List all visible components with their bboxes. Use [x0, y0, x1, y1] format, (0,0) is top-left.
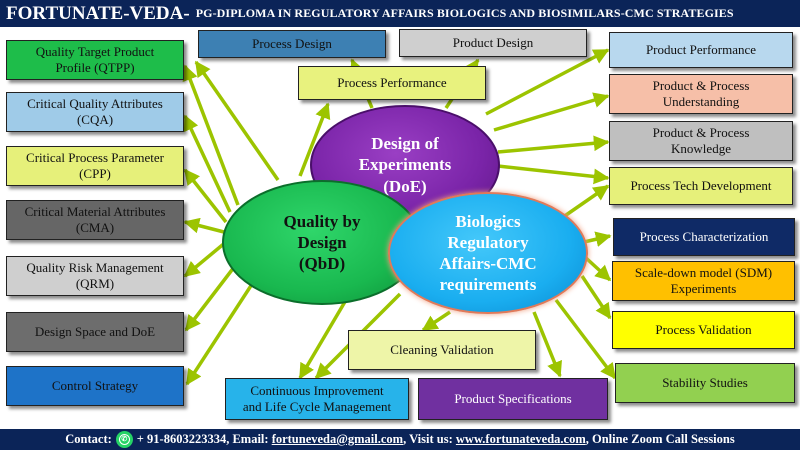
connector-arrow — [554, 298, 617, 380]
box-continuous-improvement-line2: and Life Cycle Management — [242, 399, 392, 414]
box-process-performance-label: Process Performance — [337, 75, 447, 91]
box-process-tech-development-label: Process Tech Development — [630, 178, 772, 194]
box-stability-studies: Stability Studies — [615, 363, 795, 403]
doe-line1: Design of — [371, 134, 439, 154]
connector-arrow — [583, 231, 612, 247]
box-qrm: Quality Risk Management(QRM) — [6, 256, 184, 296]
box-pp-understanding-line1: Product & Process — [652, 78, 750, 94]
box-pp-understanding-line2: Understanding — [662, 94, 740, 109]
box-design-space: Design Space and DoE — [6, 312, 184, 352]
box-cma: Critical Material Attributes(CMA) — [6, 200, 184, 240]
box-process-design: Process Design — [198, 30, 386, 58]
box-cpp-line1: Critical Process Parameter — [26, 150, 164, 166]
contact-phone: + 91-8603223334, Email: — [136, 432, 269, 446]
doe-line2: Experiments — [358, 155, 452, 175]
website-link[interactable]: www.fortunateveda.com — [455, 432, 586, 446]
box-cpp: Critical Process Parameter(CPP) — [6, 146, 184, 186]
connector-arrow — [532, 311, 562, 378]
box-process-performance: Process Performance — [298, 66, 486, 100]
box-cleaning-validation-label: Cleaning Validation — [390, 342, 494, 358]
box-sdm-line2: Experiments — [670, 281, 737, 296]
email-link[interactable]: fortuneveda@gmail.com — [271, 432, 404, 446]
box-process-design-label: Process Design — [252, 36, 332, 52]
box-design-space-label: Design Space and DoE — [34, 324, 156, 340]
box-cma-line2: (CMA) — [75, 220, 115, 235]
visit-label: , Visit us: — [403, 432, 453, 446]
box-pp-knowledge-line2: Knowledge — [671, 141, 731, 156]
box-qrm-line2: (QRM) — [75, 276, 115, 291]
connector-arrow — [183, 114, 232, 213]
box-cpp-line2: (CPP) — [79, 166, 111, 181]
box-stability-studies-label: Stability Studies — [662, 375, 748, 391]
footer-contact-bar: Contact: ✆ + 91-8603223334, Email: fortu… — [0, 429, 800, 450]
box-control-strategy: Control Strategy — [6, 366, 184, 406]
box-cqa-line1: Critical Quality Attributes — [27, 96, 163, 112]
connector-arrow — [194, 60, 280, 181]
connector-arrow — [580, 275, 612, 320]
bio-line4: requirements — [439, 275, 537, 295]
box-control-strategy-label: Control Strategy — [51, 378, 139, 394]
box-qrm-line1: Quality Risk Management — [26, 260, 164, 276]
connector-arrow — [183, 240, 228, 278]
box-cqa-line2: (CQA) — [76, 112, 114, 127]
contact-label: Contact: — [65, 432, 112, 446]
box-process-validation-label: Process Validation — [655, 322, 752, 338]
box-cleaning-validation: Cleaning Validation — [348, 330, 536, 370]
connector-arrow — [184, 260, 240, 332]
bio-line2: Regulatory — [447, 232, 529, 252]
box-sdm-experiments: Scale-down model (SDM)Experiments — [612, 261, 795, 301]
connector-arrow — [298, 102, 331, 177]
connector-arrow — [185, 277, 258, 386]
bio-line1: Biologics — [455, 211, 521, 231]
box-pp-knowledge-line1: Product & Process — [652, 125, 750, 141]
connector-arrow — [298, 299, 348, 380]
box-sdm-line1: Scale-down model (SDM) — [634, 265, 773, 281]
box-product-design-label: Product Design — [452, 35, 534, 51]
connector-arrow — [497, 135, 610, 154]
qbd-line1: Quality by — [283, 211, 361, 231]
qbd-line2: Design — [297, 232, 347, 252]
bio-line3: Affairs-CMC — [439, 254, 537, 273]
connector-arrow — [497, 164, 610, 185]
box-cqa: Critical Quality Attributes(CQA) — [6, 92, 184, 132]
box-process-characterization: Process Characterization — [613, 218, 795, 256]
header-banner: FORTUNATE-VEDA- PG-DIPLOMA IN REGULATORY… — [0, 0, 800, 27]
box-cma-line1: Critical Material Attributes — [24, 204, 166, 220]
connector-arrow — [182, 64, 240, 206]
doe-line3: (DoE) — [383, 176, 427, 196]
box-product-performance-label: Product Performance — [645, 42, 757, 58]
box-process-characterization-label: Process Characterization — [639, 229, 769, 245]
qbd-line3: (QbD) — [298, 254, 346, 274]
connector-arrow — [183, 168, 228, 224]
box-process-validation: Process Validation — [612, 311, 795, 349]
box-product-specifications: Product Specifications — [418, 378, 608, 420]
connector-arrow — [485, 48, 610, 116]
connector-arrow — [584, 256, 612, 282]
box-process-tech-development: Process Tech Development — [609, 167, 793, 205]
connector-arrow — [493, 92, 610, 132]
box-product-performance: Product Performance — [609, 32, 793, 68]
box-continuous-improvement-line1: Continuous Improvement — [250, 383, 384, 399]
box-product-specifications-label: Product Specifications — [454, 391, 572, 407]
connector-arrow — [183, 217, 225, 234]
box-qtpp-line1: Quality Target Product — [35, 44, 155, 60]
box-product-design: Product Design — [399, 29, 587, 57]
course-title: PG-DIPLOMA IN REGULATORY AFFAIRS BIOLOGI… — [195, 6, 734, 20]
whatsapp-icon: ✆ — [115, 431, 133, 448]
box-qtpp-line2: Profile (QTPP) — [55, 60, 135, 75]
connector-arrow — [421, 310, 451, 332]
footer-tail: , Online Zoom Call Sessions — [585, 432, 735, 446]
brand-title: FORTUNATE-VEDA- — [6, 2, 190, 24]
